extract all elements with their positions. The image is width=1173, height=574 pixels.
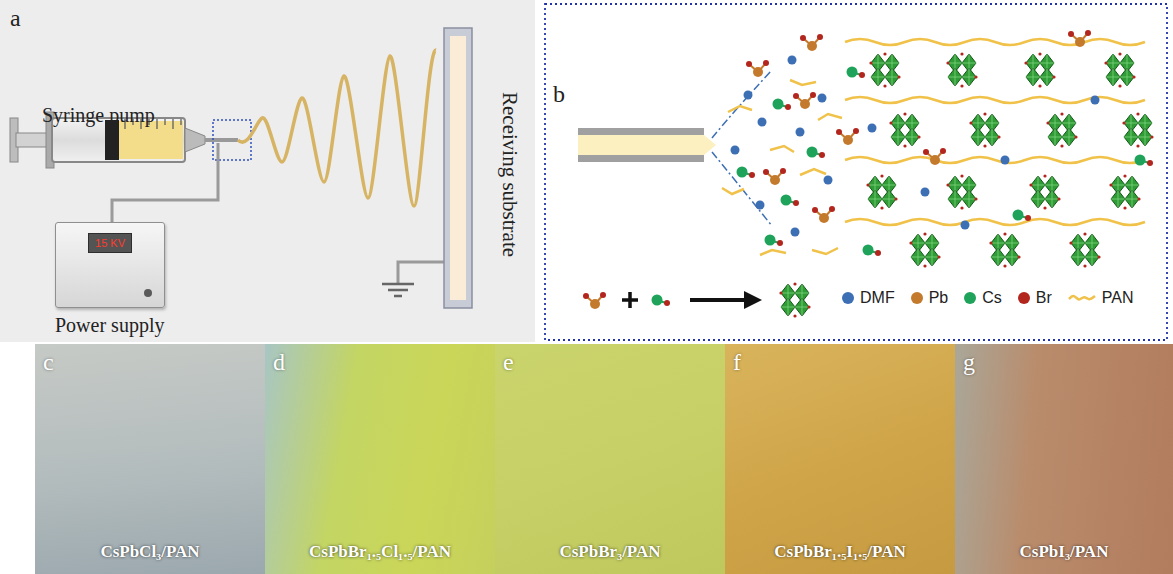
sample-photo: gCsPbI₃/PAN: [955, 344, 1173, 574]
legend-text: Cs: [982, 289, 1002, 307]
legend-text: Pb: [929, 289, 949, 307]
fiber-jet: [238, 50, 436, 206]
legend-item: Pb: [911, 289, 949, 307]
legend-line-sample: [1068, 292, 1096, 304]
legend-swatch: [1018, 292, 1030, 304]
sample-caption: CsPbBr₁.₅Cl₁.₅/PAN: [309, 542, 451, 562]
device-label: Syringe pump: [42, 104, 1173, 126]
power-supply-box: 15 KVPower supply: [55, 222, 165, 308]
nozzle: [578, 128, 716, 162]
legend-item: Br: [1018, 289, 1052, 307]
sample-photo: cCsPbCl₃/PAN: [35, 344, 265, 574]
legend-swatch: [842, 292, 854, 304]
legend-swatch: [911, 292, 923, 304]
sample-photo: eCsPbBr₃/PAN: [495, 344, 725, 574]
knob: [144, 289, 152, 297]
ground-symbol: [382, 284, 414, 296]
fiber-sample: [1069, 296, 1095, 300]
panel-letter: b: [553, 80, 1173, 108]
jet-cone: [712, 70, 772, 226]
ground-wire: [398, 262, 444, 284]
sample-caption: CsPbCl₃/PAN: [100, 542, 199, 562]
perovskite-crystals: [866, 52, 1153, 267]
fibers: [722, 39, 1145, 255]
reaction-scheme: [583, 282, 811, 317]
legend: DMF Pb Cs Br PAN: [842, 289, 1134, 307]
legend-text: DMF: [860, 289, 895, 307]
panel-frame: [545, 4, 1167, 340]
legend-text: Br: [1036, 289, 1052, 307]
panel-letter: d: [273, 348, 285, 376]
sample-caption: CsPbBr₁.₅I₁.₅/PAN: [774, 542, 906, 562]
panel-letter: e: [503, 348, 514, 376]
voltage-display: 15 KV: [88, 233, 132, 253]
sample-photo: dCsPbBr₁.₅Cl₁.₅/PAN: [265, 344, 495, 574]
legend-item: PAN: [1068, 289, 1134, 307]
panel-letter: g: [963, 348, 975, 376]
sample-caption: CsPbI₃/PAN: [1020, 542, 1109, 562]
device-label: Power supply: [55, 314, 164, 336]
sample-photo: fCsPbBr₁.₅I₁.₅/PAN: [725, 344, 955, 574]
panel-ground: [0, 0, 535, 342]
panel-letter: a: [10, 4, 1173, 32]
wire: [112, 143, 218, 222]
legend-item: Cs: [964, 289, 1002, 307]
legend-text: PAN: [1102, 289, 1134, 307]
particles: [731, 30, 1154, 256]
legend-item: DMF: [842, 289, 895, 307]
sample-caption: CsPbBr₃/PAN: [559, 542, 660, 562]
substrate: [444, 28, 472, 308]
legend-swatch: [964, 292, 976, 304]
panel-letter: f: [733, 348, 741, 376]
panel-letter: c: [43, 348, 54, 376]
device-label: Receiving substrate: [498, 92, 522, 574]
